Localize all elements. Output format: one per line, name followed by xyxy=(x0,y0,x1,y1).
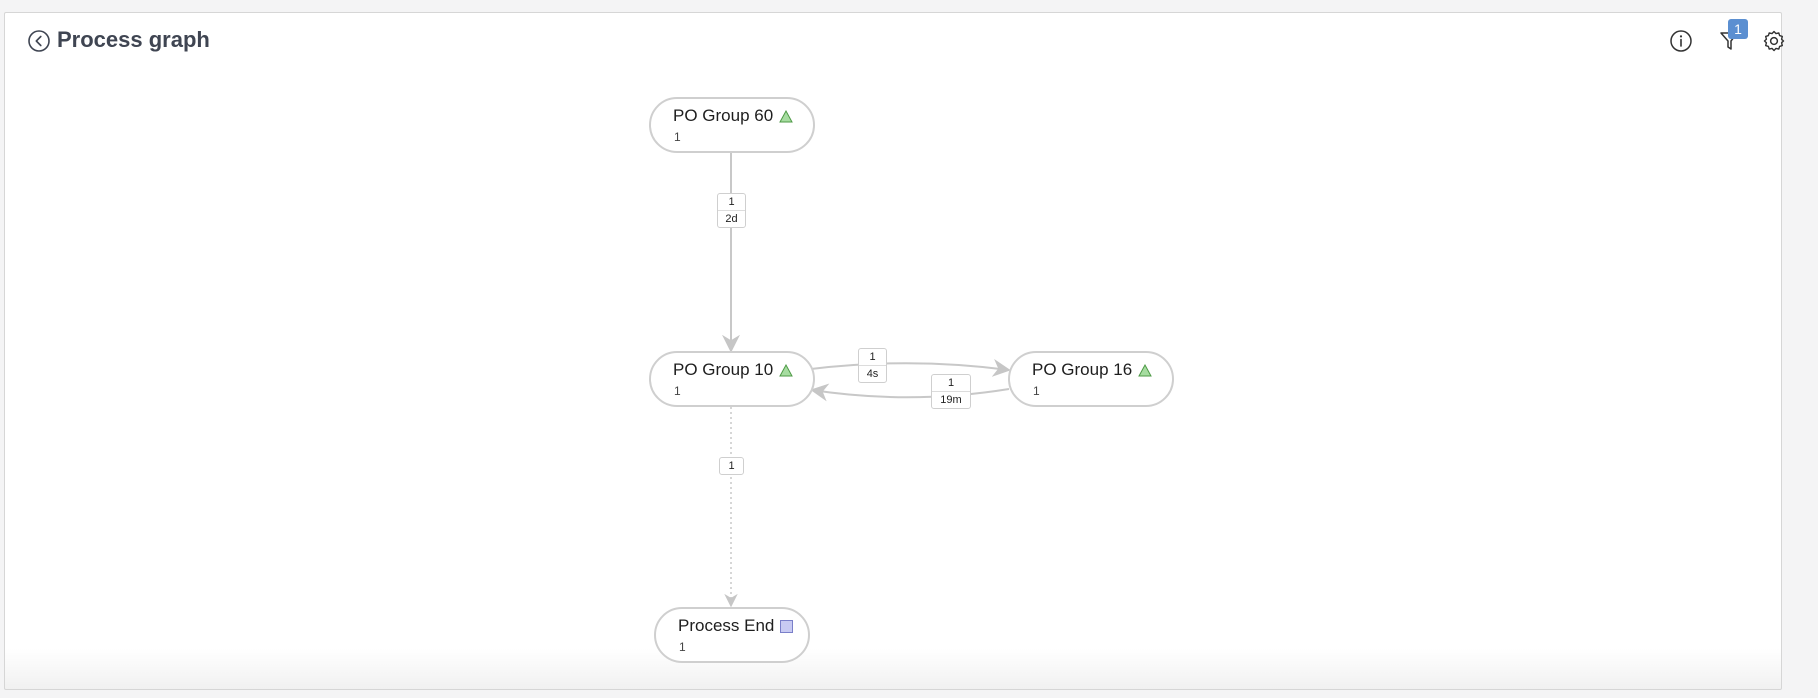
node-name: PO Group 60 xyxy=(673,106,774,125)
edge-10-to-16[interactable] xyxy=(810,358,1011,377)
node-process-end[interactable]: Process End 1 xyxy=(654,607,810,663)
gear-icon[interactable] xyxy=(1761,28,1787,54)
edge-label-60-to-10[interactable]: 1 2d xyxy=(717,193,746,228)
node-count: 1 xyxy=(674,130,681,144)
edge-label-10-to-end[interactable]: 1 xyxy=(719,457,744,475)
panel-header: Process graph 1 xyxy=(5,13,1785,69)
edge-count: 1 xyxy=(728,460,735,472)
edge-count: 1 xyxy=(947,377,955,389)
node-name: PO Group 16 xyxy=(1032,360,1133,379)
node-name: PO Group 10 xyxy=(673,360,774,379)
edge-duration: 4s xyxy=(859,365,886,382)
page-title: Process graph xyxy=(57,27,210,52)
node-po-group-60[interactable]: PO Group 60 1 xyxy=(649,97,815,153)
node-count: 1 xyxy=(1033,384,1040,398)
edge-label-10-to-16[interactable]: 1 4s xyxy=(858,348,887,383)
node-count: 1 xyxy=(674,384,681,398)
triangle-icon xyxy=(779,109,794,122)
edge-count: 1 xyxy=(869,351,876,363)
triangle-icon xyxy=(779,363,794,376)
edge-label-16-to-10[interactable]: 1 19m xyxy=(931,374,971,409)
edge-duration: 19m xyxy=(932,391,970,408)
square-icon xyxy=(780,619,794,633)
node-po-group-10[interactable]: PO Group 10 1 xyxy=(649,351,815,407)
process-graph-panel: Process graph 1 PO Group 60 xyxy=(4,12,1785,690)
triangle-icon xyxy=(1138,363,1153,376)
back-icon[interactable] xyxy=(27,29,51,53)
graph-edges xyxy=(722,151,1011,608)
node-po-group-16[interactable]: PO Group 16 1 xyxy=(1008,351,1174,407)
edge-duration: 2d xyxy=(718,210,745,227)
edge-count: 1 xyxy=(728,196,735,208)
node-name: Process End xyxy=(678,616,775,635)
filter-count-badge: 1 xyxy=(1728,19,1748,39)
info-icon[interactable] xyxy=(1668,28,1694,54)
edge-16-to-10[interactable] xyxy=(810,383,1010,402)
node-count: 1 xyxy=(679,640,686,654)
